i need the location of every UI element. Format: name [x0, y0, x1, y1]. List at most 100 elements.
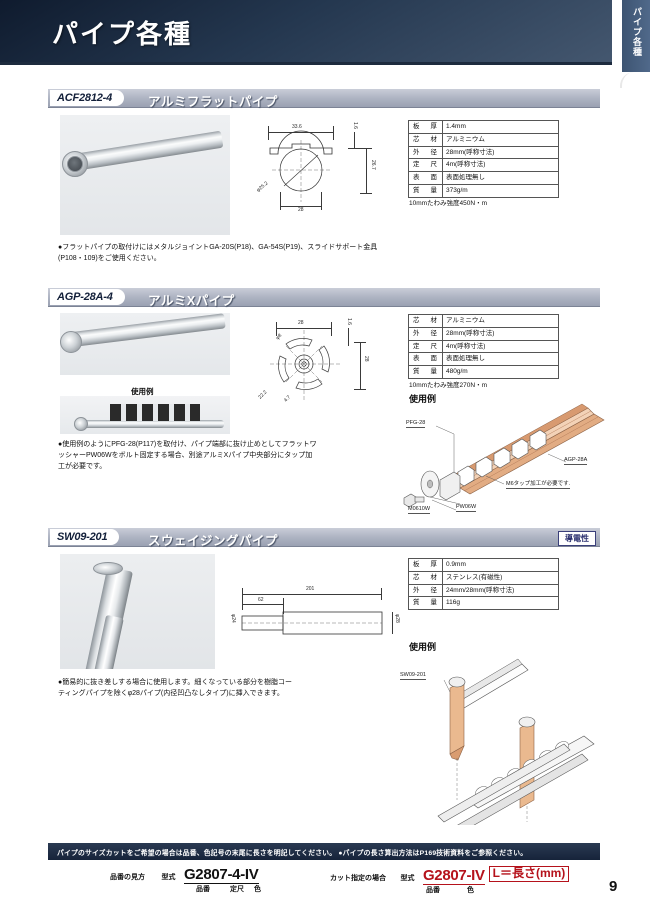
- footer-left-sub-part: 品番: [196, 886, 210, 893]
- footer-left-model-len: -4: [227, 866, 241, 884]
- table-row: 外 径 28mm(呼称寸法): [408, 145, 559, 160]
- product-code: SW09-201: [50, 529, 120, 545]
- part-label-m0610w: M0610W: [408, 506, 431, 514]
- dim-bottom: 28: [298, 207, 304, 213]
- technical-drawing-agp28a: 28 1.6 φ8 28 22.2 4.7: [257, 312, 392, 412]
- footer-left-model-part: G2807: [183, 866, 228, 884]
- spec-key: 質 量: [408, 365, 443, 379]
- product-photo-agp28a: [60, 313, 230, 375]
- spec-value: アルミニウム: [442, 132, 559, 147]
- dim-width: 33.6: [292, 124, 302, 130]
- spec-key: 外 径: [408, 583, 443, 598]
- spec-key: 表 面: [408, 352, 443, 366]
- spec-value: 表面処理無し: [442, 352, 559, 366]
- product-section-agp28a: AGP-28A-4 アルミXパイプ: [48, 288, 600, 308]
- table-row: 芯 材 アルミニウム: [408, 314, 559, 328]
- dim-height: 28: [363, 356, 369, 362]
- usage-diagram-sw09201: SW09-201: [398, 650, 610, 825]
- footer-part-number-guide: 品番の見方 型式 G2807-4-IV 品番 定尺 色: [110, 866, 261, 893]
- spec-value: 表面処理無し: [442, 171, 559, 185]
- dim-dia-large: φ28: [394, 614, 400, 623]
- page-header: パイプ各種: [0, 0, 612, 62]
- part-label-agp28a: AGP-28A: [564, 457, 588, 465]
- footer-left-type-label: 型式: [161, 874, 176, 881]
- spec-value: 480g/m: [442, 365, 559, 379]
- table-row: 芯 材 ステンレス(有磁性): [408, 570, 559, 585]
- product-note-acf2812: ●フラットパイプの取付けにはメタルジョイントGA-20S(P18)、GA-54S…: [58, 244, 378, 262]
- side-tab-label: パイプ各種: [632, 7, 642, 57]
- footer-left-sub-len: 定尺: [230, 886, 244, 893]
- usage-photo-agp28a: [60, 396, 230, 434]
- spec-key: 表 面: [408, 171, 443, 185]
- dim-width: 28: [298, 320, 304, 326]
- spec-value: 116g: [442, 596, 559, 610]
- tap-note-label: M6タップ加工が必要です.: [506, 481, 571, 489]
- spec-table-acf2812: 板 厚 1.4mm 芯 材 アルミニウム 外 径 28mm(呼称寸法) 定 尺 …: [408, 120, 559, 198]
- spec-value: 1.4mm: [442, 120, 559, 134]
- footer-right-model-part: G2807: [422, 867, 467, 885]
- spec-value: 28mm(呼称寸法): [442, 145, 559, 160]
- footer-left-model-color: -IV: [240, 866, 259, 884]
- section-header-bar: ACF2812-4 アルミフラットパイプ: [48, 89, 600, 109]
- spec-value: 373g/m: [442, 183, 559, 198]
- table-row: 外 径 28mm(呼称寸法): [408, 326, 559, 341]
- table-row: 板 厚 1.4mm: [408, 120, 559, 134]
- spec-value: 28mm(呼称寸法): [442, 326, 559, 341]
- length-spec-box: L＝長さ(mm): [488, 866, 570, 882]
- spec-key: 芯 材: [408, 570, 443, 585]
- table-row: 外 径 24mm/28mm(呼称寸法): [408, 583, 559, 598]
- usage-diagram-agp28a: PFG-28 AGP-28A M6タップ加工が必要です. PW06W M0610…: [398, 402, 610, 514]
- dim-dia-small: φ24: [230, 614, 236, 623]
- footer-note-bar: パイプのサイズカットをご希望の場合は品番、色記号の末尾に長さを明記してください。…: [48, 843, 600, 860]
- spec-note-agp28a: 10mmたわみ強度270N・m: [409, 382, 488, 389]
- spec-key: 定 尺: [408, 339, 443, 354]
- part-label-pw06w: PW06W: [456, 504, 477, 512]
- technical-drawing-sw09201: 201 62 φ28 φ24: [230, 578, 406, 648]
- product-code: AGP-28A-4: [50, 289, 125, 305]
- spec-key: 質 量: [408, 183, 443, 198]
- spec-value: アルミニウム: [442, 314, 559, 328]
- product-section-sw09201: SW09-201 スウェイジングパイプ 導電性: [48, 528, 600, 548]
- table-row: 定 尺 4m(呼称寸法): [408, 339, 559, 354]
- page-title: パイプ各種: [52, 19, 193, 49]
- page-number: 9: [609, 878, 618, 895]
- table-row: 定 尺 4m(呼称寸法): [408, 158, 559, 172]
- dim-thickness: 1.6: [352, 122, 358, 129]
- product-name: アルミXパイプ: [148, 294, 235, 308]
- spec-key: 定 尺: [408, 158, 443, 172]
- dim-narrow: 62: [258, 597, 264, 603]
- table-row: 芯 材 アルミニウム: [408, 132, 559, 147]
- spec-key: 板 厚: [408, 120, 443, 134]
- usage-title-agp28a: 使用例: [409, 394, 437, 404]
- footer-left-heading: 品番の見方: [110, 874, 145, 881]
- side-rail: [642, 72, 650, 920]
- status-badge-conductive: 導電性: [558, 531, 596, 546]
- spec-table-sw09201: 板 厚 0.9mm 芯 材 ステンレス(有磁性) 外 径 24mm/28mm(呼…: [408, 558, 559, 610]
- photo-caption-agp28a: 使用例: [131, 387, 154, 396]
- spec-key: 板 厚: [408, 558, 443, 572]
- table-row: 質 量 480g/m: [408, 365, 559, 379]
- spec-key: 外 径: [408, 145, 443, 160]
- spec-key: 芯 材: [408, 314, 443, 328]
- side-tab-curve: [620, 72, 650, 88]
- dim-height: 26.7: [370, 160, 376, 170]
- product-section-acf2812: ACF2812-4 アルミフラットパイプ: [48, 89, 600, 109]
- spec-table-agp28a: 芯 材 アルミニウム 外 径 28mm(呼称寸法) 定 尺 4m(呼称寸法) 表…: [408, 314, 559, 379]
- header-divider: [0, 62, 612, 65]
- footer-right-sub-color: 色: [467, 887, 474, 894]
- product-note-agp28a: ●使用例のようにPFG-28(P117)を取付け、パイプ端部に抜け止めとしてフラ…: [58, 441, 317, 470]
- section-header-bar: SW09-201 スウェイジングパイプ 導電性: [48, 528, 600, 548]
- product-note-sw09201: ●簡易的に抜き差しする場合に使用します。細くなっている部分を樹脂コーティングパイ…: [58, 679, 293, 697]
- footer-cut-order-guide: カット指定の場合 型式 G2807-IV L＝長さ(mm) 品番 色: [330, 866, 570, 894]
- part-label-sw09201: SW09-201: [400, 672, 426, 680]
- spec-value: 4m(呼称寸法): [442, 339, 559, 354]
- table-row: 質 量 116g: [408, 596, 559, 610]
- footer-right-model-color: -IV: [466, 867, 485, 885]
- side-tab[interactable]: パイプ各種: [620, 0, 650, 72]
- table-row: 表 面 表面処理無し: [408, 352, 559, 366]
- spec-value: 0.9mm: [442, 558, 559, 572]
- table-row: 質 量 373g/m: [408, 183, 559, 198]
- product-name: アルミフラットパイプ: [148, 95, 278, 109]
- spec-key: 芯 材: [408, 132, 443, 147]
- spec-value: 4m(呼称寸法): [442, 158, 559, 172]
